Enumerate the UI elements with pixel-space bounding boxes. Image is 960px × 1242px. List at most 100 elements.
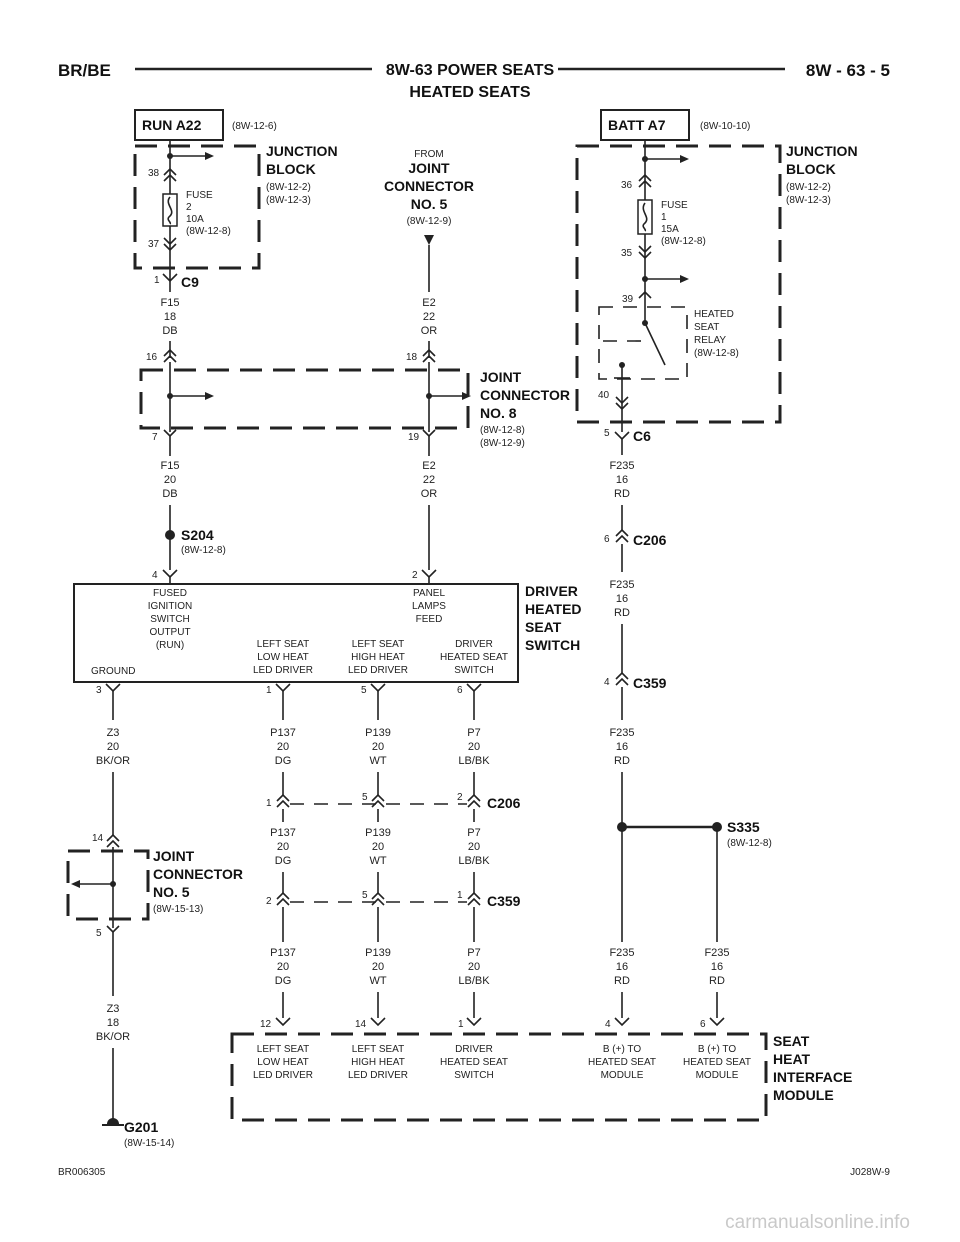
mod-p14: 14 [355, 1019, 367, 1030]
jc5-title3: NO. 5 [153, 884, 190, 900]
jb-right-pin-39: 39 [622, 294, 634, 305]
g201-ref: (8W-15-14) [124, 1138, 174, 1149]
s204-ref: (8W-12-8) [181, 545, 226, 556]
jc8-title3: NO. 8 [480, 405, 517, 421]
wire-f235b-3: RD [614, 607, 630, 619]
sw-lslh-3: LED DRIVER [253, 665, 313, 676]
jb-right-ref2: (8W-12-3) [786, 195, 831, 206]
c359b-p1: 1 [457, 890, 463, 901]
wire-p7a-3: LB/BK [458, 755, 490, 767]
wire-p139c-1: P139 [365, 947, 391, 959]
fuse2-l4: (8W-12-8) [186, 226, 231, 237]
connector-pin-icon [615, 671, 629, 686]
wire-p137c-2: 20 [277, 961, 289, 973]
c359b-p2: 2 [266, 896, 272, 907]
relay-l3: RELAY [694, 335, 726, 346]
sw-fused-5: (RUN) [156, 640, 184, 651]
mod-dhss-3: SWITCH [454, 1070, 493, 1081]
mod-bplus2-3: MODULE [696, 1070, 739, 1081]
jc8-p7: 7 [152, 432, 158, 443]
wire-e2a-3: OR [421, 325, 438, 337]
wire-f15a-1: F15 [161, 297, 180, 309]
fuse2-l2: 2 [186, 202, 192, 213]
jc5-p14: 14 [92, 833, 104, 844]
ground-icon [107, 1118, 119, 1124]
wire-p139a-2: 20 [372, 741, 384, 753]
wire-f235c-2: 16 [616, 741, 628, 753]
mod-bplus2-2: HEATED SEAT [683, 1057, 751, 1068]
fuse-icon [637, 199, 653, 235]
wire-p139a-1: P139 [365, 727, 391, 739]
c359a-name: C359 [633, 675, 667, 691]
connector-pin-icon [638, 245, 652, 260]
connector-pin-icon [276, 793, 290, 808]
jc5-p5: 5 [96, 928, 102, 939]
c6-pin: 5 [604, 428, 610, 439]
mod-lslh-2: LOW HEAT [257, 1057, 308, 1068]
wire-p137b-1: P137 [270, 827, 296, 839]
sw-lshh-3: LED DRIVER [348, 665, 408, 676]
wire-f15a-3: DB [162, 325, 177, 337]
sw-panel-2: LAMPS [412, 601, 446, 612]
fuse2-l3: 10A [186, 214, 204, 225]
wire-p137c-1: P137 [270, 947, 296, 959]
mod-bplus1-3: MODULE [601, 1070, 644, 1081]
connector-pin-icon [614, 1017, 630, 1027]
c206a-pin: 6 [604, 534, 610, 545]
from-jc5-l2: JOINT [408, 160, 450, 176]
relay-box [598, 306, 688, 380]
jc8-box [139, 368, 470, 430]
sw-lslh-2: LOW HEAT [257, 652, 308, 663]
batt-ref: (8W-10-10) [700, 121, 750, 132]
jc5-title2: CONNECTOR [153, 866, 243, 882]
from-jc5-l1: FROM [414, 149, 443, 160]
sw-title3: SEAT [525, 619, 562, 635]
wire-e2b-1: E2 [422, 460, 435, 472]
jc5-box [66, 849, 150, 921]
sw-title4: SWITCH [525, 637, 580, 653]
s204-name: S204 [181, 527, 214, 543]
c9-name: C9 [181, 274, 199, 290]
c206b-p5: 5 [362, 792, 368, 803]
c206a-name: C206 [633, 532, 667, 548]
connector-pin-icon [467, 793, 481, 808]
arrow-icon [205, 152, 214, 160]
wire-f15b-2: 20 [164, 474, 176, 486]
sw-title2: HEATED [525, 601, 582, 617]
wire-p137c-3: DG [275, 975, 292, 987]
mod-p6: 6 [700, 1019, 706, 1030]
wire-p139b-2: 20 [372, 841, 384, 853]
fuse1-l4: (8W-12-8) [661, 236, 706, 247]
connector-pin-icon [276, 891, 290, 906]
mod-p4: 4 [605, 1019, 611, 1030]
wire-z3b-2: 18 [107, 1017, 119, 1029]
mod-lslh-1: LEFT SEAT [257, 1044, 309, 1055]
c206b-name: C206 [487, 795, 521, 811]
jc8-p16: 16 [146, 352, 158, 363]
jc8-ref2: (8W-12-9) [480, 438, 525, 449]
connector-pin-icon [614, 431, 630, 441]
mod-title4: MODULE [773, 1087, 834, 1103]
connector-pin-icon [275, 683, 291, 693]
wire-p7b-3: LB/BK [458, 855, 490, 867]
arrow-icon [680, 155, 689, 163]
wire-p7b-2: 20 [468, 841, 480, 853]
mod-dhss-2: HEATED SEAT [440, 1057, 508, 1068]
run-label: RUN A22 [142, 117, 202, 133]
fuse2-l1: FUSE [186, 190, 213, 201]
mod-title3: INTERFACE [773, 1069, 852, 1085]
run-ref: (8W-12-6) [232, 121, 277, 132]
wire-f235e-2: 16 [711, 961, 723, 973]
wire-p7a-2: 20 [468, 741, 480, 753]
connector-pin-icon [275, 1017, 291, 1027]
s204-splice [165, 530, 175, 540]
sw-lshh-1: LEFT SEAT [352, 639, 404, 650]
fuse-element-icon [167, 196, 173, 225]
switch-box [73, 583, 519, 683]
wire-z3a-2: 20 [107, 741, 119, 753]
connector-pin-icon [163, 348, 177, 363]
fuse-element-icon [642, 202, 648, 232]
wire-f15b-1: F15 [161, 460, 180, 472]
jb-right-title2: BLOCK [786, 161, 836, 177]
mod-lshh-3: LED DRIVER [348, 1070, 408, 1081]
